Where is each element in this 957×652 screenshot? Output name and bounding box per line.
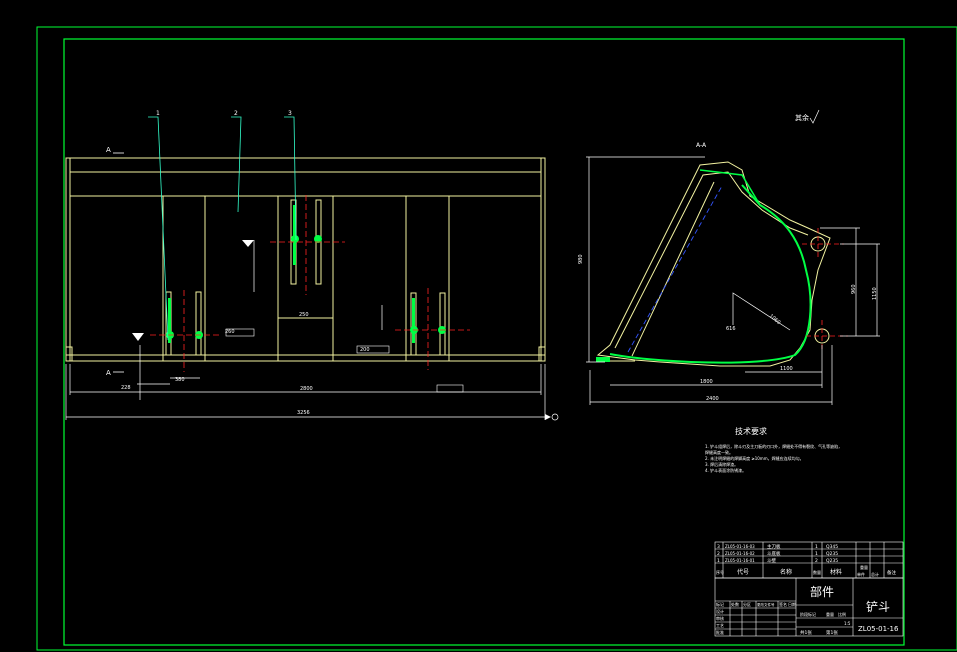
bucket-profile [596, 161, 831, 367]
scale-label: 比例 [838, 611, 846, 617]
tech-item-5: 4. 铲斗表面涂防锈漆。 [705, 467, 746, 473]
bom-header-remark: 备注 [887, 569, 896, 576]
sheet-no: 第1张 [826, 629, 838, 636]
bom-row-code: ZL05-01-16-02 [725, 551, 755, 556]
bom-row-code: ZL05-01-16-03 [725, 544, 755, 549]
tech-item-2: 焊缝高度一致。 [705, 449, 733, 455]
role-design: 设计 [716, 608, 724, 614]
bom-row-material: Q235 [826, 551, 838, 557]
balloon-1: 1 [156, 110, 160, 117]
dim-section-7: 616 [726, 326, 736, 332]
weld-seam-top [699, 169, 761, 206]
revision-label-zone: 分区 [743, 601, 751, 607]
bom-row-material: Q235 [826, 558, 838, 564]
dim-lug-1: 250 [299, 312, 309, 318]
section-mark-top: A [106, 146, 111, 154]
bom-table: 3 ZL05-01-16-03 主刀板 1 Q345 2 ZL05-01-16-… [714, 541, 904, 579]
tech-item-3: 2. 未注明焊缝的焊脚高度 ≥10mm，焊缝应连续均匀。 [705, 455, 804, 461]
title-block: 标记 处数 分区 更改文件号 签名 日期 设计 审核 工艺 批准 阶段标记 重量… [714, 577, 904, 637]
sheet-total: 共1张 [800, 629, 812, 636]
dim-side: 380 [175, 377, 185, 383]
bom-row-qty: 1 [815, 544, 818, 550]
tolerance-frames [225, 328, 464, 393]
revision-label-doc: 更改文件号 [757, 602, 775, 607]
bom-grid [714, 541, 904, 579]
inner-frame [63, 38, 905, 646]
section-cut-marks [113, 152, 124, 373]
dim-height: 980 [578, 254, 584, 264]
bom-row-name: 斗壁 [767, 557, 776, 564]
scale-value: 1:5 [844, 621, 851, 626]
dim-lug-3: 200 [360, 347, 370, 353]
drawing-title: 铲斗 [866, 599, 890, 614]
dim-lug-2: 260 [225, 329, 235, 335]
role-process: 工艺 [716, 623, 724, 628]
dim-section-1: 1150 [872, 287, 878, 300]
bom-row-code: ZL05-01-16-01 [725, 558, 755, 563]
cutting-edge [596, 357, 610, 362]
revision-label-mark: 标记 [716, 601, 724, 607]
bom-header-weight: 重量 [860, 564, 868, 570]
front-view: 1 2 3 A A 3256 2800 228 380 250 260 [65, 110, 559, 421]
tech-requirements: 技术要求 1. 铲斗组焊后，除斗刃及主刀板的刃口外，焊缝处不得有裂纹、气孔等缺陷… [705, 426, 842, 473]
balloon-leaders [148, 116, 297, 341]
bom-row-no: 1 [717, 558, 720, 564]
weight-label: 重量 [826, 611, 834, 617]
dim-section-4: 1800 [700, 379, 713, 385]
bom-header-name: 名称 [780, 568, 792, 576]
bom-row-no: 3 [717, 544, 720, 550]
revision-label-count: 处数 [731, 601, 739, 607]
balloon-2: 2 [234, 110, 238, 117]
tech-item-1: 1. 铲斗组焊后，除斗刃及主刀板的刃口外，焊缝处不得有裂纹、气孔等缺陷， [705, 443, 842, 449]
bom-row-qty: 1 [815, 551, 818, 557]
drawing-number: ZL05-01-16 [858, 625, 899, 633]
stage-label: 阶段标记 [800, 611, 816, 617]
bom-header-qty: 数量 [813, 569, 821, 575]
dim-section-6: 1100 [780, 366, 793, 372]
bom-header-no: 序号 [716, 569, 724, 575]
bom-row-name: 斗底板 [767, 550, 781, 557]
tech-title: 技术要求 [735, 426, 767, 436]
role-review: 审核 [716, 615, 724, 621]
bom-row-name: 主刀板 [767, 543, 781, 550]
section-mark-bottom: A [106, 369, 111, 377]
weld-seam-curve [609, 184, 812, 364]
balloon-3: 3 [288, 110, 292, 117]
title-category: 部件 [810, 584, 834, 599]
revision-label-date: 日期 [788, 601, 796, 607]
dim-section-2: 960 [851, 284, 857, 294]
roughness-symbol [809, 109, 820, 124]
dim-total-width: 3256 [297, 410, 310, 416]
roughness-note: 其余 [795, 113, 809, 122]
role-approve: 批准 [716, 629, 724, 635]
bom-row-no: 2 [717, 551, 720, 557]
title-block-grid [714, 577, 904, 637]
bom-row-material: Q345 [826, 544, 838, 550]
front-view-outline [65, 157, 546, 362]
bom-header-total: 总计 [871, 571, 879, 577]
dim-section-5: 2400 [706, 396, 719, 402]
bom-header-code: 代号 [737, 568, 749, 576]
dim-edge-offset: 228 [121, 385, 131, 391]
section-label: A-A [696, 142, 707, 149]
dim-inner-span: 2800 [300, 386, 313, 392]
section-dimension-lines [586, 156, 880, 405]
front-view-centerlines [150, 195, 470, 372]
revision-label-sign: 签名 [779, 601, 787, 607]
tech-item-4: 3. 焊后清除焊渣。 [705, 461, 738, 467]
bom-header-single: 单件 [857, 571, 865, 577]
bom-header-material: 材料 [830, 568, 842, 576]
bom-row-qty: 2 [815, 558, 818, 564]
datum-circle [551, 413, 559, 421]
datum-symbols [132, 240, 551, 420]
